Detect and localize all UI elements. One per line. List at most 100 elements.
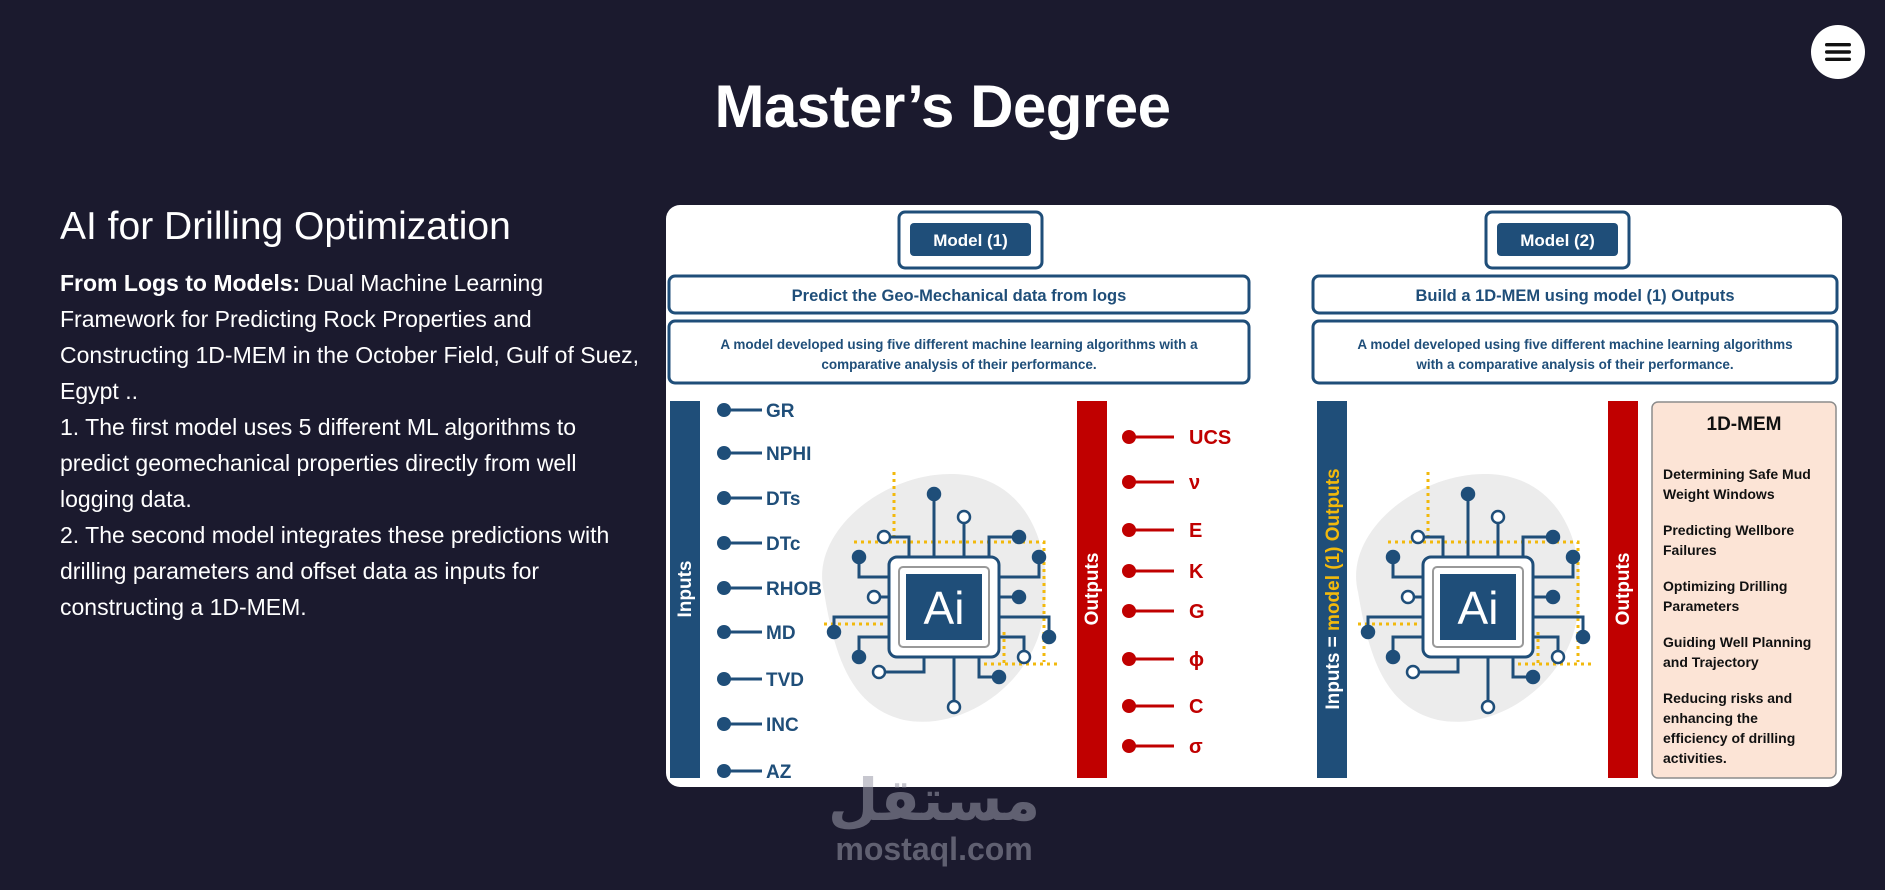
- chip-node: [1525, 669, 1541, 685]
- chip-core: [906, 574, 982, 640]
- intro-paragraph: From Logs to Models: Dual Machine Learni…: [60, 265, 650, 409]
- chip-node: [1545, 589, 1561, 605]
- input-label: AZ: [766, 762, 792, 783]
- chip-trace: [1413, 657, 1460, 674]
- model1-outputs-bar: [1077, 401, 1107, 778]
- mem-item-line: Reducing risks and: [1663, 690, 1792, 706]
- chip-node: [826, 624, 842, 640]
- framework-figure: Model (1) Predict the Geo-Mechanical dat…: [666, 205, 1842, 787]
- mem-item-line: Optimizing Drilling: [1663, 578, 1787, 594]
- chip-dotted-trace: [854, 540, 1046, 662]
- chip-node: [851, 649, 867, 665]
- mem-item-line: activities.: [1663, 750, 1727, 766]
- input-label: INC: [766, 715, 799, 736]
- mem-item-line: Weight Windows: [1663, 486, 1775, 502]
- chip-node: [1400, 589, 1416, 605]
- mem-item-line: Parameters: [1663, 598, 1739, 614]
- chip-node: [1490, 509, 1506, 525]
- model1-inputs-label: Inputs: [675, 561, 696, 618]
- output-label: C: [1189, 696, 1203, 718]
- chip-node: [1011, 589, 1027, 605]
- chip-node: [1565, 549, 1581, 565]
- chip-node: [926, 486, 942, 502]
- model2-outputs-bar: [1608, 401, 1638, 778]
- chip-node: [1405, 664, 1421, 680]
- input-label: DTs: [766, 489, 800, 510]
- model1-desc-line1: A model developed using five different m…: [720, 337, 1198, 352]
- mem-panel: [1651, 401, 1837, 779]
- input-label: GR: [766, 401, 795, 422]
- chip-node: [871, 664, 887, 680]
- model2-inputs-prefix: Inputs =: [1323, 631, 1344, 710]
- chip-text: Ai: [1458, 582, 1499, 634]
- hamburger-menu-icon: [1825, 43, 1851, 61]
- chip-node: [1385, 549, 1401, 565]
- output-label: ϕ: [1189, 649, 1204, 671]
- mem-item-line: Guiding Well Planning: [1663, 634, 1811, 650]
- model1-title: Predict the Geo-Mechanical data from log…: [792, 287, 1127, 305]
- input-label: NPHI: [766, 444, 811, 465]
- menu-button[interactable]: [1811, 25, 1865, 79]
- model1-title-box: [667, 274, 1251, 315]
- model2-title-box: [1311, 274, 1839, 315]
- mem-item-line: Determining Safe Mud: [1663, 466, 1811, 482]
- chip-node: [991, 669, 1007, 685]
- chip-node: [1460, 486, 1476, 502]
- framework-diagram: Model (1) Predict the Geo-Mechanical dat…: [667, 210, 1839, 783]
- point-1: 1. The first model uses 5 different ML a…: [60, 414, 577, 512]
- model1-inputs-bar: [670, 401, 700, 778]
- chip-node: [876, 529, 892, 545]
- model2-inputs-value: model (1) Outputs: [1323, 468, 1344, 631]
- mem-item-line: enhancing the: [1663, 710, 1758, 726]
- chip-node: [866, 589, 882, 605]
- chip-node: [1031, 549, 1047, 565]
- chip-trace: [1418, 535, 1445, 557]
- model1-label: Model (1): [933, 231, 1008, 250]
- chip-node: [1041, 629, 1057, 645]
- model1-desc-line2: comparative analysis of their performanc…: [821, 357, 1096, 372]
- model2-outputs-label: Outputs: [1613, 553, 1634, 626]
- point-2: 2. The second model integrates these pre…: [60, 522, 610, 620]
- model2-desc-line1: A model developed using five different m…: [1357, 337, 1792, 352]
- model1-outputs-label: Outputs: [1082, 553, 1103, 626]
- chip-core: [1440, 574, 1516, 640]
- model2-inputs-bar: [1317, 401, 1347, 778]
- chip-node: [1016, 649, 1032, 665]
- model1-desc-box: [667, 319, 1251, 385]
- chip-trace: [879, 657, 926, 674]
- model2-ai-chip-icon: Ai: [1356, 472, 1593, 722]
- chip-trace: [1521, 535, 1553, 557]
- watermark-url: mostaql.com: [835, 831, 1033, 867]
- chip-node: [1550, 649, 1566, 665]
- model2-desc-line2: with a comparative analysis of their per…: [1415, 357, 1733, 372]
- chip-node: [1011, 529, 1027, 545]
- chip-node: [946, 699, 962, 715]
- project-description: AI for Drilling Optimization From Logs t…: [60, 205, 650, 625]
- description-text: From Logs to Models: Dual Machine Learni…: [60, 265, 650, 625]
- mem-title: 1D-MEM: [1707, 414, 1782, 435]
- chip-node: [956, 509, 972, 525]
- chip-dotted-trace: [1388, 540, 1580, 662]
- chip-text: Ai: [924, 582, 965, 634]
- model2-label: Model (2): [1520, 231, 1595, 250]
- chip-trace: [884, 535, 911, 557]
- page-title: Master’s Degree: [714, 73, 1171, 140]
- model2-label-box: [1497, 223, 1618, 256]
- model2-title: Build a 1D-MEM using model (1) Outputs: [1416, 287, 1735, 305]
- output-label: G: [1189, 601, 1205, 623]
- output-label: E: [1189, 520, 1202, 542]
- model1-label-box: [910, 223, 1031, 256]
- mem-item-line: and Trajectory: [1663, 654, 1759, 670]
- output-label: K: [1189, 561, 1204, 583]
- chip-node: [1385, 649, 1401, 665]
- output-label: σ: [1189, 736, 1203, 758]
- input-label: TVD: [766, 670, 804, 691]
- input-label: MD: [766, 623, 796, 644]
- intro-text: Dual Machine Learning Framework for Pred…: [60, 270, 640, 404]
- chip-node: [1360, 624, 1376, 640]
- mem-item-line: Predicting Wellbore: [1663, 522, 1794, 538]
- chip-node: [1575, 629, 1591, 645]
- input-label: DTc: [766, 534, 801, 555]
